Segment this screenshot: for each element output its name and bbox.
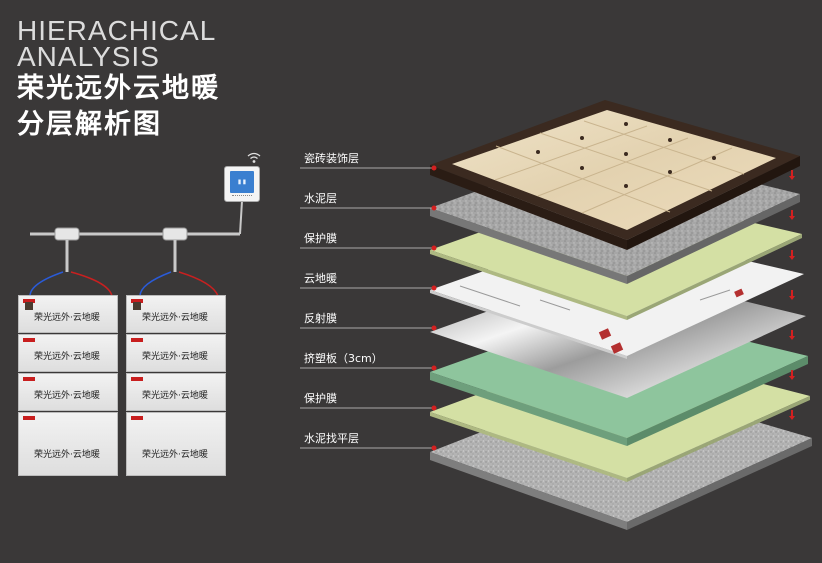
layer-label-protective-film-2: 保护膜 xyxy=(304,392,337,405)
red-down-arrow-icon xyxy=(789,410,795,420)
layer-tile xyxy=(430,100,800,250)
mat-product-text: 荣光远外·云地暖 xyxy=(34,313,100,323)
title-en-line1: HIERACHICAL xyxy=(17,15,217,46)
red-down-arrow-icon xyxy=(789,170,795,180)
wifi-icon xyxy=(247,152,261,163)
mat-product-text: 荣光远外·云地暖 xyxy=(142,313,208,323)
mat-product-text: 荣光远外·云地暖 xyxy=(34,391,100,401)
layer-label-protective-film-1: 保护膜 xyxy=(304,232,337,245)
thermostat-icon: ▮▮ xyxy=(224,166,260,202)
brand-logo-icon xyxy=(23,338,35,342)
brand-logo-icon xyxy=(23,299,35,303)
brand-logo-icon xyxy=(131,416,143,420)
connector-icon xyxy=(25,302,33,310)
heating-mat: 荣光远外·云地暖 xyxy=(18,373,118,411)
red-down-arrow-icon xyxy=(789,330,795,340)
red-down-arrow-icon xyxy=(789,370,795,380)
title-cn-line2: 分层解析图 xyxy=(17,109,162,140)
red-down-arrow-icons xyxy=(789,170,795,420)
leader-lines xyxy=(300,167,434,449)
mat-product-text: 荣光远外·云地暖 xyxy=(34,352,100,362)
leader-dots xyxy=(431,165,437,451)
brand-logo-icon xyxy=(23,377,35,381)
mat-product-text: 荣光远外·云地暖 xyxy=(34,450,100,460)
brand-logo-icon xyxy=(131,299,143,303)
heating-mat: 荣光远外·云地暖 xyxy=(18,412,118,476)
red-down-arrow-icon xyxy=(789,290,795,300)
title-en-line2: ANALYSIS xyxy=(17,41,160,72)
brand-logo-icon xyxy=(131,377,143,381)
connector-icon xyxy=(133,302,141,310)
heating-mat: 荣光远外·云地暖 xyxy=(126,334,226,372)
layer-label-cement: 水泥层 xyxy=(304,192,337,205)
heating-mat: 荣光远外·云地暖 xyxy=(18,334,118,372)
title-cn-line1: 荣光远外云地暖 xyxy=(17,73,220,104)
layer-label-heating-film: 云地暖 xyxy=(304,272,337,285)
layer-label-screed-cement: 水泥找平层 xyxy=(304,432,359,445)
brand-logo-icon xyxy=(131,338,143,342)
layer-label-tile: 瓷砖装饰层 xyxy=(304,152,359,165)
wiring xyxy=(29,200,243,297)
red-down-arrow-icon xyxy=(789,210,795,220)
heating-mat: 荣光远外·云地暖 xyxy=(126,295,226,333)
mat-product-text: 荣光远外·云地暖 xyxy=(142,450,208,460)
thermostat-screen: ▮▮ xyxy=(230,171,254,193)
thermostat-buttons xyxy=(232,195,252,199)
heating-mat: 荣光远外·云地暖 xyxy=(126,412,226,476)
red-down-arrow-icon xyxy=(789,250,795,260)
mat-product-text: 荣光远外·云地暖 xyxy=(142,352,208,362)
mat-product-text: 荣光远外·云地暖 xyxy=(142,391,208,401)
layer-label-extruded-board: 挤塑板（3cm） xyxy=(304,352,383,365)
heating-mat: 荣光远外·云地暖 xyxy=(126,373,226,411)
layer-label-reflective-film: 反射膜 xyxy=(304,312,337,325)
brand-logo-icon xyxy=(23,416,35,420)
heating-mat: 荣光远外·云地暖 xyxy=(18,295,118,333)
